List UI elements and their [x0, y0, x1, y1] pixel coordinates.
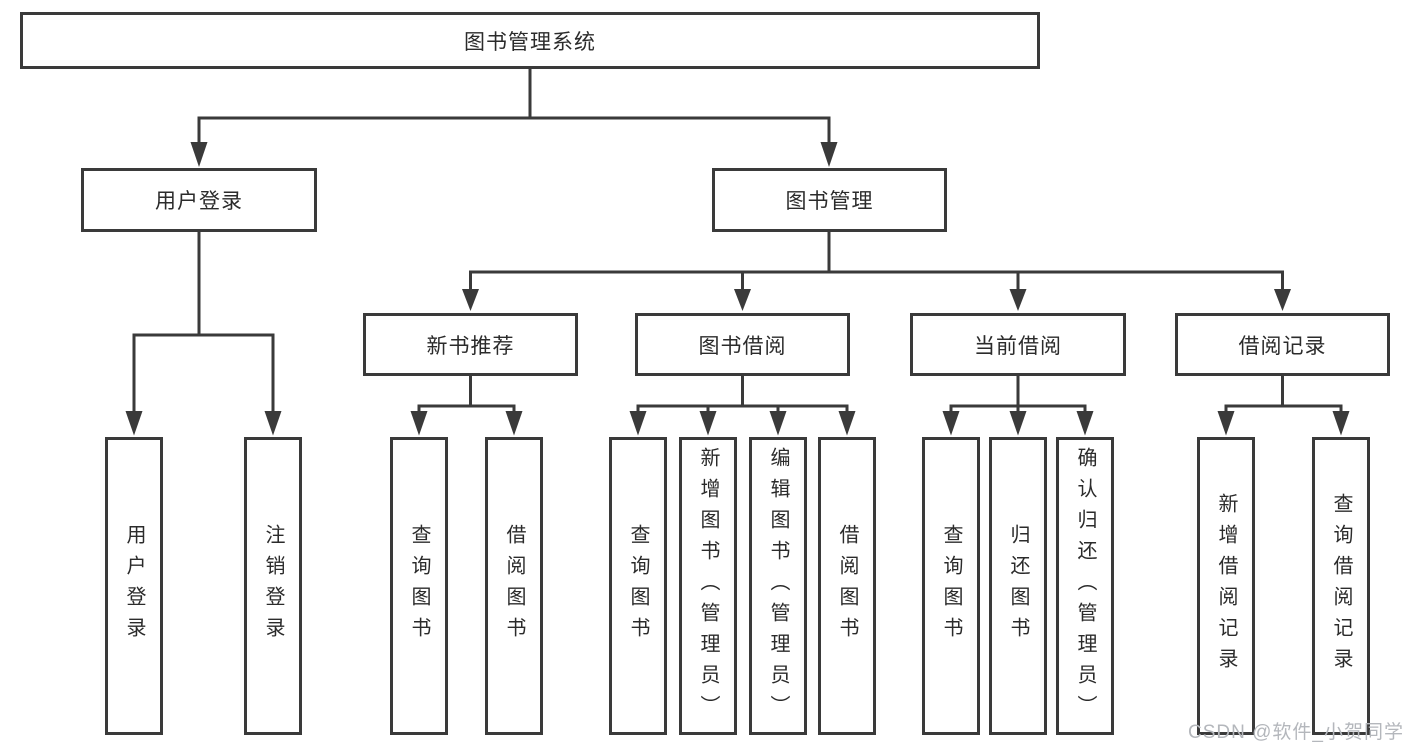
leaf-cb-query-books-label: 查询图书 [940, 524, 962, 648]
leaf-cb-return-books-label: 归还图书 [1007, 524, 1029, 648]
leaf-user-login-label: 用户登录 [123, 524, 145, 648]
leaf-bb-query-books: 查询图书 [609, 437, 667, 735]
leaf-nb-query-books-label: 查询图书 [408, 524, 430, 648]
node-new-book-recommend: 新书推荐 [363, 313, 578, 376]
leaf-nb-borrow-books-label: 借阅图书 [503, 524, 525, 648]
node-book-management: 图书管理 [712, 168, 947, 232]
leaf-cb-query-books: 查询图书 [922, 437, 980, 735]
node-root: 图书管理系统 [20, 12, 1040, 69]
leaf-cb-return-books: 归还图书 [989, 437, 1047, 735]
leaf-br-add-record: 新增借阅记录 [1197, 437, 1255, 735]
csdn-watermark: CSDN @软件_小贺同学 [1188, 722, 1404, 743]
leaf-br-query-record-label: 查询借阅记录 [1330, 493, 1352, 679]
leaf-logout: 注销登录 [244, 437, 302, 735]
node-book-borrowing: 图书借阅 [635, 313, 850, 376]
leaf-cb-confirm-return-admin: 确认归还（管理员） [1056, 437, 1114, 735]
leaf-bb-add-books-admin: 新增图书（管理员） [679, 437, 737, 735]
node-current-borrowing: 当前借阅 [910, 313, 1126, 376]
leaf-user-login: 用户登录 [105, 437, 163, 735]
leaf-bb-add-books-admin-label: 新增图书（管理员） [697, 446, 719, 726]
leaf-nb-borrow-books: 借阅图书 [485, 437, 543, 735]
leaf-bb-edit-books-admin-label: 编辑图书（管理员） [767, 446, 789, 726]
leaf-logout-label: 注销登录 [262, 524, 284, 648]
leaf-br-query-record: 查询借阅记录 [1312, 437, 1370, 735]
leaf-cb-confirm-return-admin-label: 确认归还（管理员） [1074, 446, 1096, 726]
leaf-bb-edit-books-admin: 编辑图书（管理员） [749, 437, 807, 735]
leaf-bb-query-books-label: 查询图书 [627, 524, 649, 648]
arrowheads [125, 142, 1350, 436]
leaf-bb-borrow-books-label: 借阅图书 [836, 524, 858, 648]
node-user-login: 用户登录 [81, 168, 317, 232]
leaf-br-add-record-label: 新增借阅记录 [1215, 493, 1237, 679]
leaf-bb-borrow-books: 借阅图书 [818, 437, 876, 735]
leaf-nb-query-books: 查询图书 [390, 437, 448, 735]
node-borrow-records: 借阅记录 [1175, 313, 1390, 376]
